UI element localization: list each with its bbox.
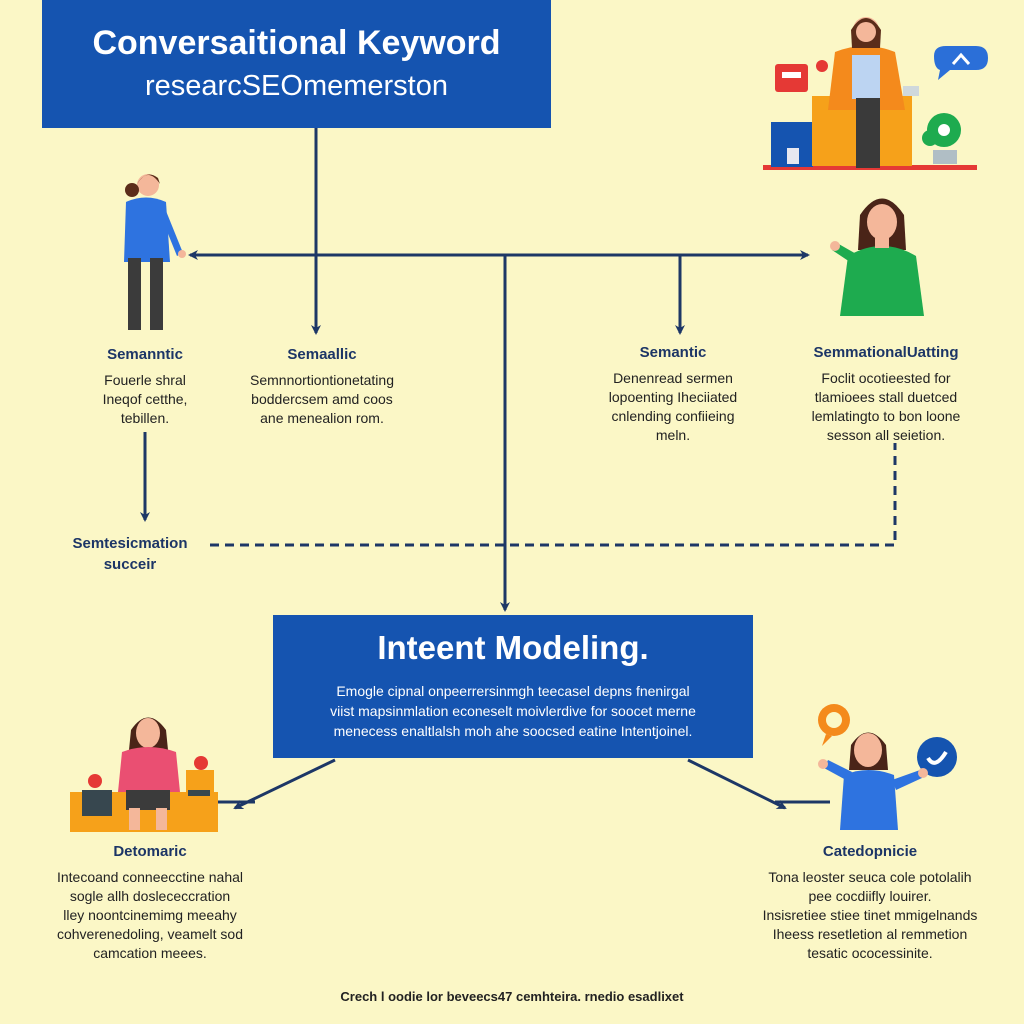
node-semmationaluatting-line: lemlatingto to bon loone (811, 408, 961, 424)
node-semaallic-line: ane menealion rom. (260, 410, 384, 426)
node-semantic-line: meln. (655, 427, 691, 443)
node-semmationaluatting-line: sesson all seietion. (826, 427, 946, 443)
node-catedopnicie-line: tesatic ococessinite. (807, 945, 933, 961)
node-semanntic-heading: Semanntic (107, 346, 183, 363)
presenter-woman-icon (763, 17, 977, 170)
node-catedopnicie-heading: Catedopnicie (822, 843, 918, 860)
woman-blue-shirt-speech-icon (818, 704, 957, 830)
node-semmationaluatting: SemmationalUatting Foclit ocotieested fo… (784, 344, 988, 445)
node-semtesicmation-heading: Semtesicmation (72, 535, 188, 552)
node-semanntic-line: Ineqof cetthe, (102, 391, 188, 407)
node-detomaric-heading: Detomaric (113, 843, 187, 860)
node-semantic-line: Denenread sermen (613, 370, 733, 386)
intent-modeling-description: Emogle cipnal onpeerrersinmgh teecasel d… (293, 681, 733, 741)
intent-modeling-line: Emogle cipnal onpeerrersinmgh teecasel d… (336, 683, 690, 699)
intent-left-connector (233, 758, 336, 810)
node-detomaric-line: lley noontcinemimg meeahy (63, 907, 237, 923)
node-semanntic-description: Fouerle shral Ineqof cetthe, tebillen. (60, 371, 230, 428)
node-semmationaluatting-heading: SemmationalUatting (813, 344, 959, 361)
node-semantic-line: cnlending confiieing (611, 408, 735, 424)
node-semmationaluatting-line: tlamioees stall duetced (814, 389, 958, 405)
title-box: Conversaitional Keyword researcSEOmemers… (42, 0, 551, 128)
title-line-2: researcSEOmemerston (145, 70, 448, 102)
node-semanntic: Semanntic Fouerle shral Ineqof cetthe, t… (60, 346, 230, 428)
node-semantic-description: Denenread sermen lopoenting Iheciiated c… (578, 369, 768, 445)
intent-modeling-title: Inteent Modeling. (377, 629, 649, 666)
dashed-feedback-connector (210, 443, 897, 547)
node-detomaric-line: Intecoand conneecctine nahal (56, 869, 244, 885)
node-detomaric-line: camcation meees. (93, 945, 207, 961)
node-detomaric: Detomaric Intecoand conneecctine nahal s… (40, 843, 260, 963)
node-semtesicmation: Semtesicmation succeir (40, 535, 220, 573)
node-catedopnicie-description: Tona leoster seuca cole potolalih pee co… (750, 868, 990, 963)
woman-green-shirt-icon (830, 198, 924, 316)
node-semantic-heading: Semantic (639, 344, 707, 361)
title-line-1: Conversaitional Keyword (92, 24, 501, 62)
woman-blue-shirt-icon (124, 174, 186, 330)
node-semanntic-line: Fouerle shral (104, 372, 186, 388)
node-detomaric-line: cohverenedoling, veamelt sod (56, 926, 243, 942)
node-semaallic-line: boddercsem amd coos (251, 391, 393, 407)
node-semaallic-line: Semnnortiontionetating (250, 372, 394, 388)
node-detomaric-description: Intecoand conneecctine nahal sogle allh … (40, 868, 260, 963)
node-semanntic-line: tebillen. (120, 410, 170, 426)
node-detomaric-line: sogle allh doslececcration (69, 888, 231, 904)
node-semtesicmation-sub: succeir (103, 556, 157, 573)
node-semaallic: Semaallic Semnnortiontionetating bodderc… (222, 346, 422, 428)
intent-modeling-line: menecess enaltlalsh moh ahe soocsed eati… (333, 723, 693, 739)
node-semmationaluatting-description: Foclit ocotieested for tlamioees stall d… (784, 369, 988, 445)
node-semmationaluatting-line: Foclit ocotieested for (821, 370, 951, 386)
plant-icon (922, 113, 961, 164)
intent-modeling-box: Inteent Modeling. Emogle cipnal onpeerre… (273, 615, 753, 758)
node-semantic-line: lopoenting Iheciiated (608, 389, 738, 405)
node-catedopnicie-line: Tona leoster seuca cole potolalih (768, 869, 972, 885)
node-catedopnicie-line: Insisretiee stiee tinet mmigelnands (762, 907, 978, 923)
node-catedopnicie: Catedopnicie Tona leoster seuca cole pot… (750, 843, 990, 963)
intent-right-connector (687, 758, 787, 810)
chat-bubble-icon (934, 46, 988, 80)
node-semaallic-description: Semnnortiontionetating boddercsem amd co… (222, 371, 422, 428)
footer-caption: Crech l oodie lor beveecs47 cemhteira. r… (340, 989, 684, 1004)
intent-modeling-line: viist mapsinmlation econeselt moivlerdiv… (330, 703, 696, 719)
node-semantic: Semantic Denenread sermen lopoenting Ihe… (578, 344, 768, 445)
node-catedopnicie-line: Iheess resetletion al remmetion (772, 926, 968, 942)
node-semaallic-heading: Semaallic (287, 346, 357, 363)
node-catedopnicie-line: pee cocdiifly louirer. (808, 888, 932, 904)
woman-pink-shirt-icon (70, 717, 218, 832)
